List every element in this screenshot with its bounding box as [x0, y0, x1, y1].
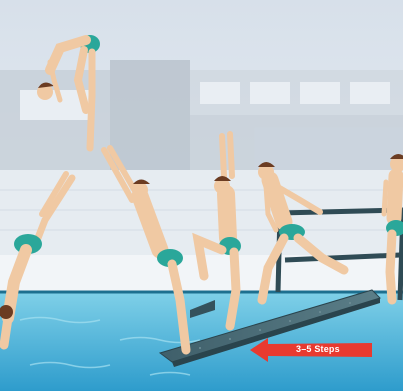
- steps-label: 3–5 Steps: [296, 344, 340, 354]
